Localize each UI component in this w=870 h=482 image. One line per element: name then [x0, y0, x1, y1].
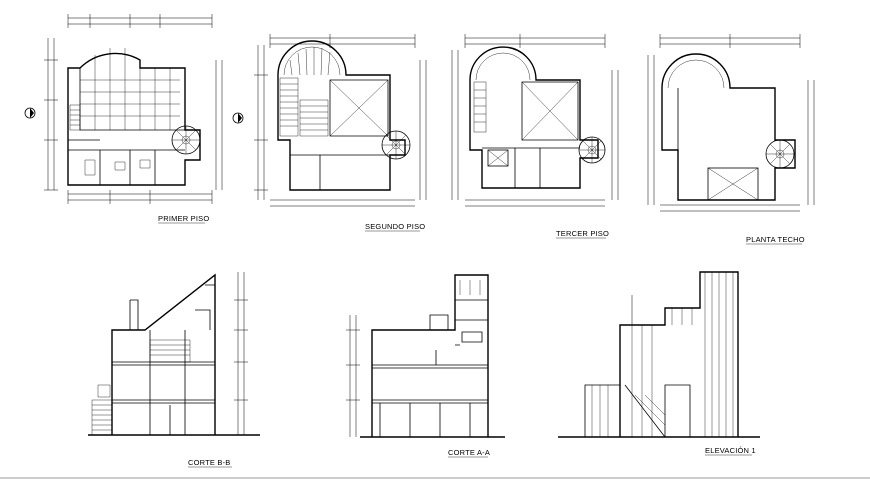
plan-tercer-piso: TERCER PISO	[451, 34, 619, 239]
plan-planta-techo: PLANTA TECHO	[647, 34, 815, 245]
section-label: CORTE B-B	[188, 458, 231, 467]
section-label: ELEVACIÓN 1	[705, 446, 756, 455]
plan-primer-piso: PRIMER PISO	[24, 14, 223, 224]
section-corte-bb: CORTE B-B	[88, 272, 260, 468]
section-label: CORTE A-A	[448, 448, 490, 457]
plan-segundo-piso: SEGUNDO PISO	[232, 34, 427, 232]
dimension-lines	[44, 14, 223, 204]
section-corte-aa: CORTE A-A	[346, 274, 505, 458]
plan-label: PLANTA TECHO	[746, 235, 805, 244]
elevation-1: ELEVACIÓN 1	[558, 271, 760, 456]
plan-label: TERCER PISO	[556, 229, 609, 238]
north-arrow-icon	[24, 107, 36, 119]
plan-label: PRIMER PISO	[158, 214, 209, 223]
north-arrow-icon	[232, 112, 244, 124]
plan-label: SEGUNDO PISO	[365, 222, 425, 231]
